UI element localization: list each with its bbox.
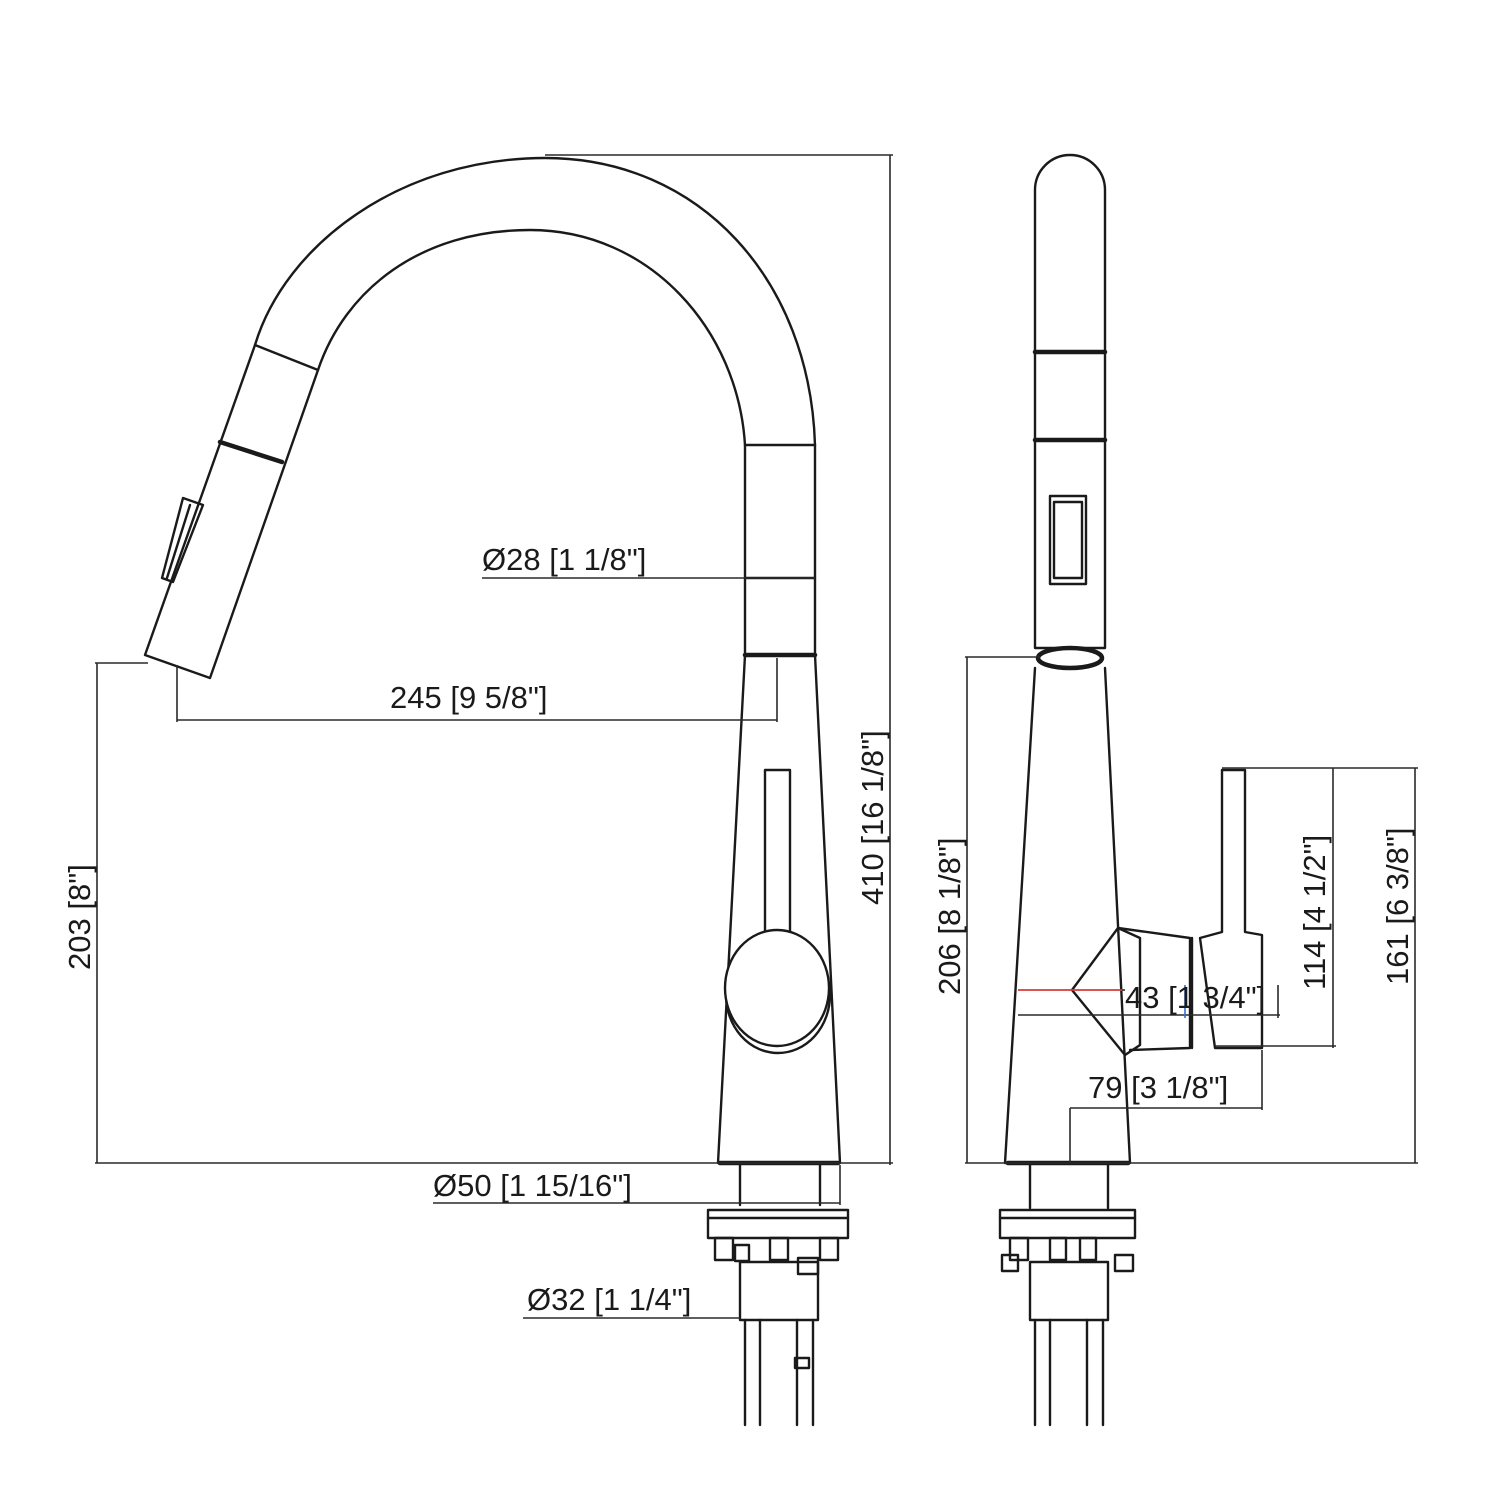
- front-view: [143, 156, 850, 1427]
- spray-head-outline: [143, 343, 320, 680]
- label-handle-offset: 43 [1 3/4"]: [1125, 980, 1265, 1015]
- side-handle-housing: [1116, 926, 1192, 1052]
- label-handle-top-height: 161 [6 3/8"]: [1380, 827, 1415, 985]
- front-mount-plate: [706, 1208, 850, 1240]
- label-overall-height: 410 [16 1/8"]: [855, 730, 890, 905]
- spray-button: [160, 496, 205, 584]
- side-mount-plate: [998, 1208, 1137, 1240]
- side-view: [998, 153, 1264, 1427]
- front-mount-nut-5: [796, 1256, 820, 1276]
- side-spray-button: [1048, 494, 1088, 586]
- dimension-lines: [95, 154, 1418, 1319]
- side-mount-nut-4: [1113, 1253, 1135, 1273]
- spray-head-band: [217, 439, 285, 465]
- label-handle-depth: 79 [3 1/8"]: [1088, 1070, 1228, 1105]
- label-spout-diameter: Ø28 [1 1/8"]: [482, 542, 646, 577]
- label-handle-lever-length: 114 [4 1/2"]: [1297, 835, 1332, 990]
- front-handle-hub: [723, 928, 831, 1048]
- label-base-diameter: Ø50 [1 15/16"]: [433, 1168, 632, 1203]
- front-mount-nut-2: [768, 1236, 790, 1262]
- front-mount-nut-4: [733, 1243, 751, 1263]
- label-shank-diameter: Ø32 [1 1/4"]: [527, 1282, 691, 1317]
- side-mount-nut-2: [1048, 1236, 1068, 1262]
- label-reach: 245 [9 5/8"]: [390, 680, 548, 715]
- side-handle-lever: [1198, 768, 1264, 1050]
- side-base-escutcheon: [1028, 1163, 1110, 1210]
- front-handle-lever: [763, 768, 792, 937]
- spout-outer-arc: [253, 156, 817, 447]
- side-mount-nut-5: [1000, 1253, 1020, 1273]
- side-spray-head: [1033, 438, 1107, 650]
- front-supply-clip: [793, 1356, 811, 1370]
- front-base-escutcheon: [738, 1163, 822, 1207]
- spout-inner-arc: [316, 228, 747, 447]
- side-spray-nozzle: [1035, 645, 1105, 671]
- side-spray-button-inner: [1052, 500, 1084, 580]
- side-shank: [1028, 1260, 1110, 1322]
- front-shank: [738, 1260, 820, 1322]
- front-mount-nut-1: [713, 1236, 735, 1262]
- front-body: [716, 653, 842, 1165]
- label-side-spout-height: 206 [8 1/8"]: [932, 837, 967, 995]
- label-spout-clearance: 203 [8"]: [62, 864, 97, 970]
- dimension-labels: Ø28 [1 1/8"] 245 [9 5/8"] 410 [16 1/8"] …: [62, 542, 1415, 1317]
- side-spout-upper: [1033, 153, 1107, 442]
- side-mount-nut-3: [1078, 1236, 1098, 1262]
- spray-button-inner: [165, 503, 192, 580]
- front-mount-nut-3: [818, 1236, 840, 1262]
